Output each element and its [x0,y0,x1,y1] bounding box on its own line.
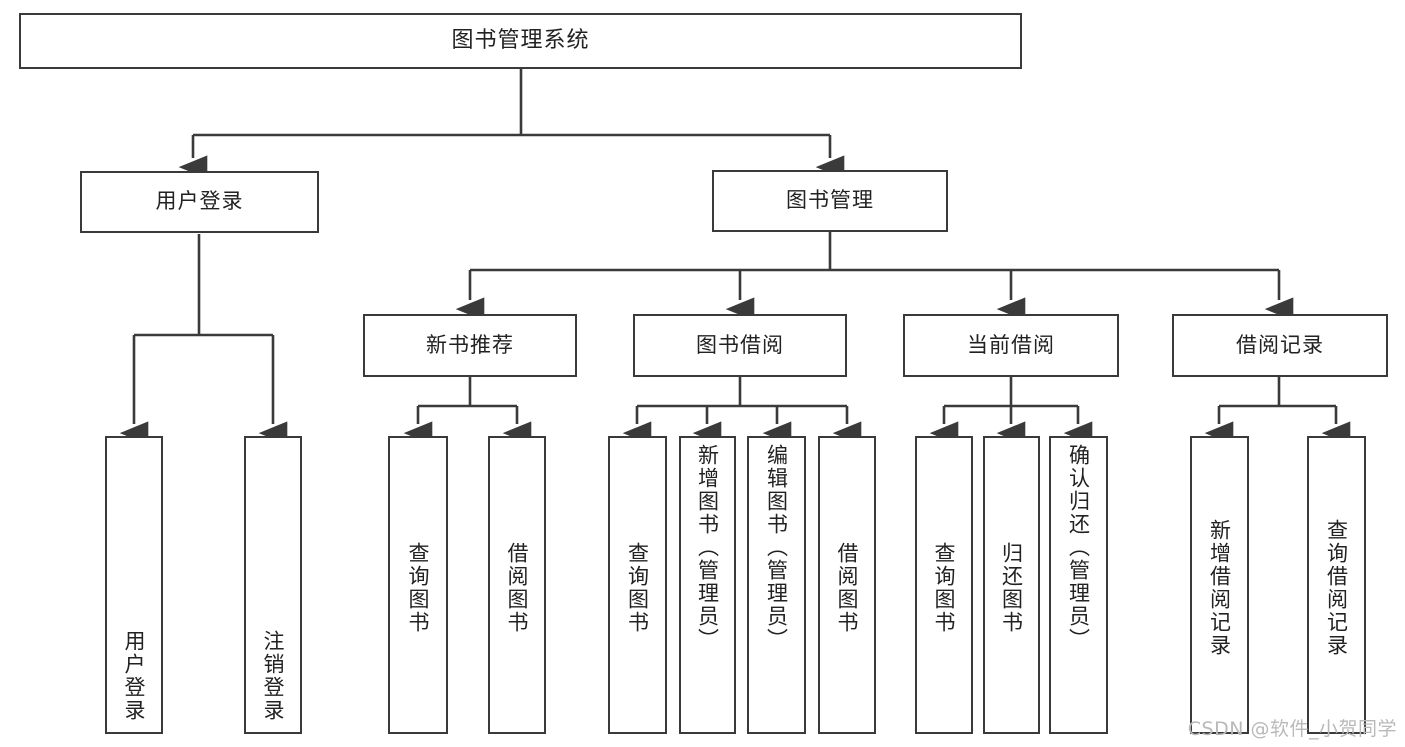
leaf-edit-book-admin[interactable]: 编辑图书（管理员） [747,436,806,734]
node-root-book-management-system[interactable]: 图书管理系统 [19,13,1022,69]
leaf-add-book-admin[interactable]: 新增图书（管理员） [679,436,736,734]
node-borrow-record[interactable]: 借阅记录 [1172,314,1388,377]
node-book-borrow[interactable]: 图书借阅 [633,314,847,377]
node-new-book-recommend[interactable]: 新书推荐 [363,314,577,377]
leaf-return-book[interactable]: 归还图书 [983,436,1040,734]
node-current-borrow[interactable]: 当前借阅 [903,314,1119,377]
watermark: CSDN @软件_小贺同学 [1187,718,1397,740]
leaf-borrow-book[interactable]: 借阅图书 [818,436,876,734]
leaf-logout[interactable]: 注销登录 [244,436,302,734]
leaf-borrow-book-recommend[interactable]: 借阅图书 [488,436,546,734]
leaf-query-book-current[interactable]: 查询图书 [915,436,973,734]
leaf-user-login[interactable]: 用户登录 [105,436,163,734]
leaf-add-borrow-record[interactable]: 新增借阅记录 [1190,436,1249,734]
leaf-confirm-return-admin[interactable]: 确认归还（管理员） [1049,436,1108,734]
leaf-query-book-borrow[interactable]: 查询图书 [608,436,667,734]
node-book-management[interactable]: 图书管理 [712,170,948,232]
node-user-login[interactable]: 用户登录 [80,171,319,233]
leaf-query-book-recommend[interactable]: 查询图书 [388,436,448,734]
leaf-query-borrow-record[interactable]: 查询借阅记录 [1307,436,1366,734]
